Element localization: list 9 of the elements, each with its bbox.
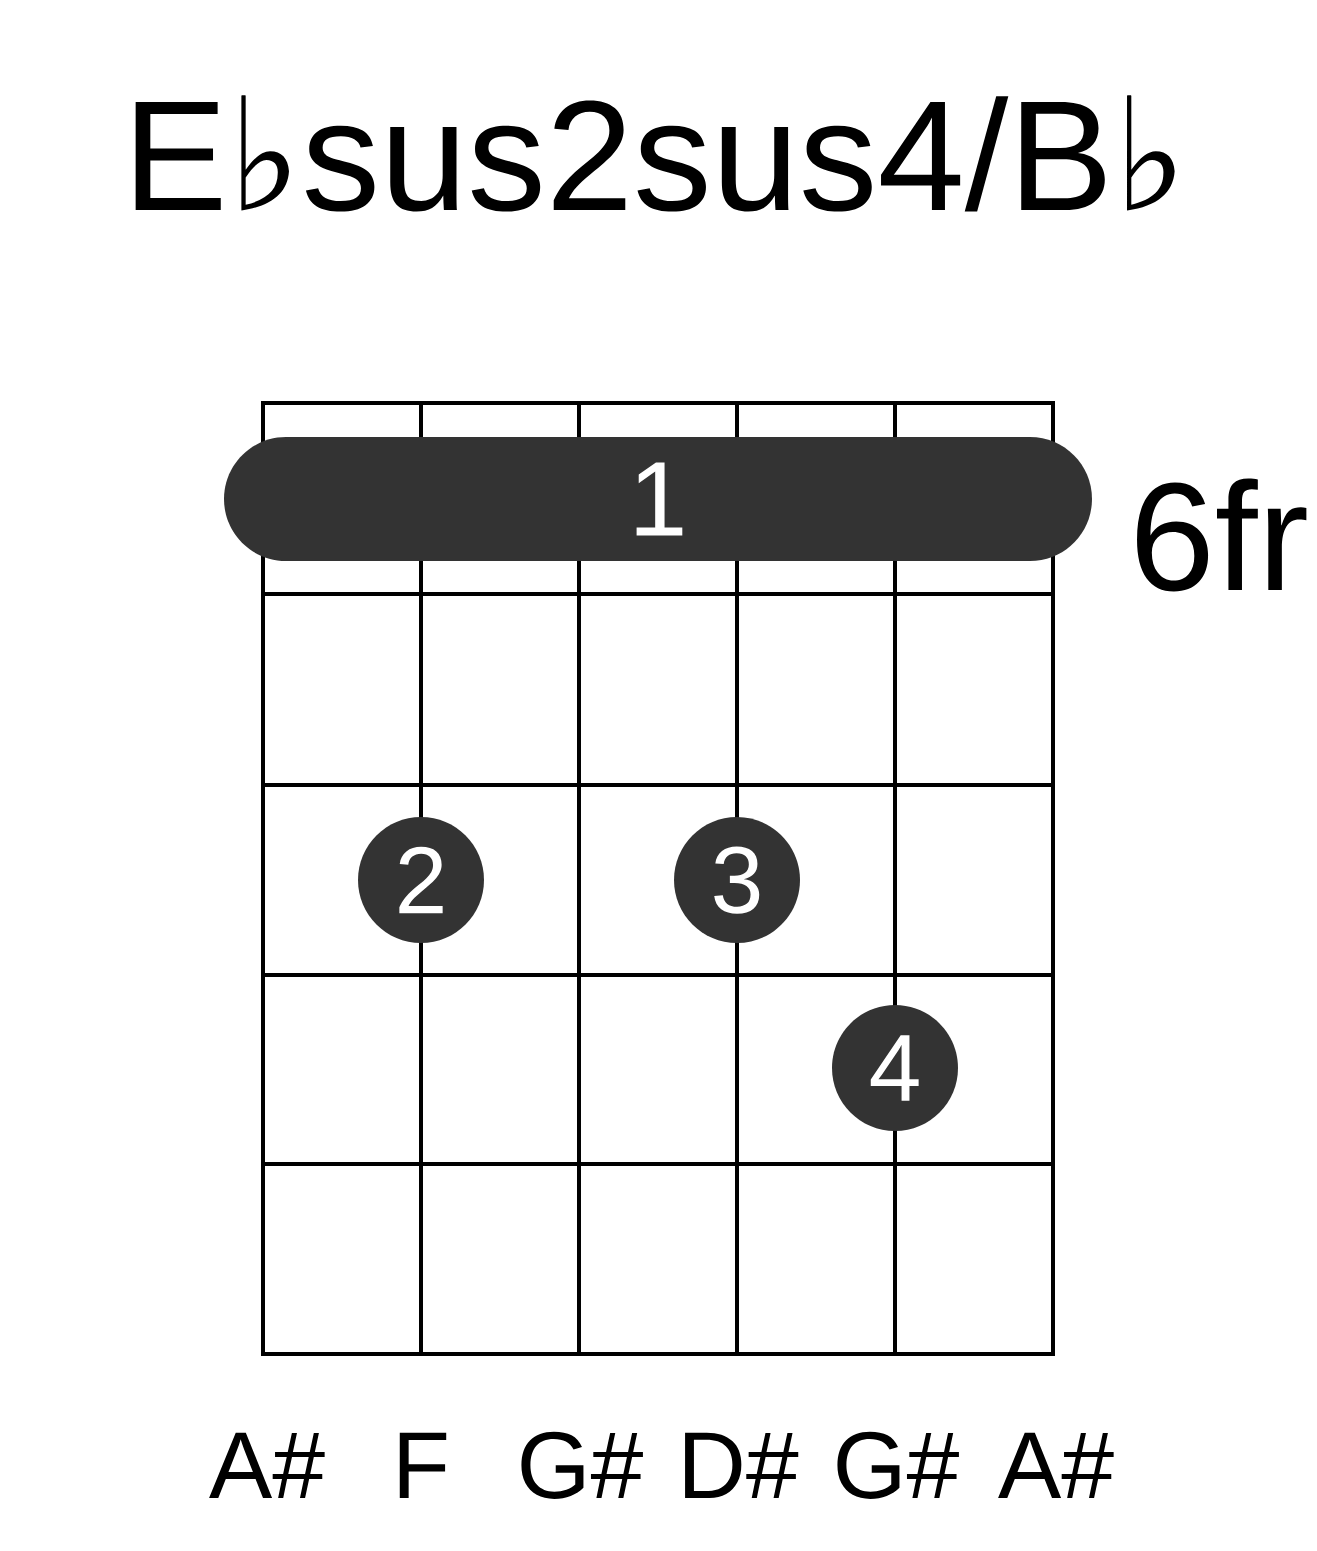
- note-name: A#: [998, 1432, 1114, 1498]
- note-name: F: [399, 1432, 447, 1498]
- chord-title: E♭sus2sus4/B♭: [135, 95, 1175, 212]
- fret-number: 6fr: [1137, 478, 1307, 592]
- note-name: G#: [837, 1431, 959, 1499]
- barre-bar: 1: [224, 437, 1092, 561]
- note-name: G#: [521, 1431, 643, 1499]
- note-name: D#: [685, 1432, 799, 1498]
- note-name: A#: [209, 1432, 325, 1498]
